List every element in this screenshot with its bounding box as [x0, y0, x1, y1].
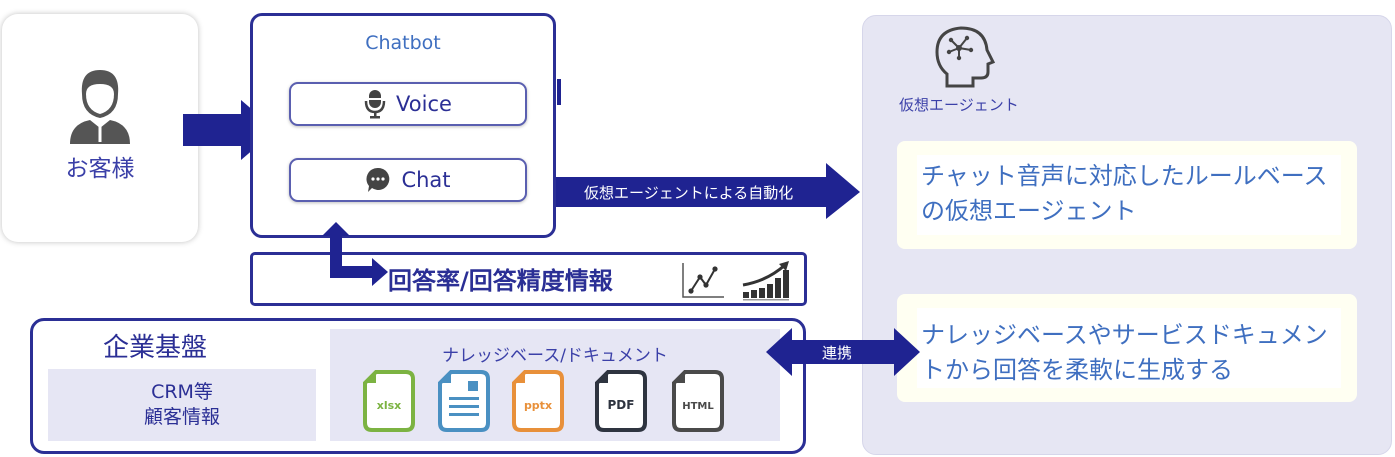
knowledge-base-title: ナレッジベース/ドキュメント: [442, 346, 668, 366]
ai-head-icon: [935, 26, 996, 88]
crm-box: CRM等 顧客情報: [48, 369, 316, 441]
chatbot-box: Chatbot Voice Chat: [250, 13, 556, 238]
automation-arrow-label: 仮想エージェントによる自動化: [584, 184, 794, 202]
voice-label: Voice: [396, 92, 452, 116]
pdf-label: PDF: [608, 398, 635, 412]
pptx-file-icon: pptx: [512, 370, 564, 432]
link-double-arrow: 連携: [766, 324, 920, 380]
xlsx-label: xlsx: [377, 399, 402, 412]
pdf-file-icon: PDF: [595, 370, 647, 432]
agent-card-text: ナレッジベースやサービスドキュメントから回答を柔軟に生成する: [921, 321, 1328, 384]
html-label: HTML: [682, 401, 714, 412]
chat-label: Chat: [401, 168, 451, 192]
agent-card-text: チャット音声に対応したルールベースの仮想エージェント: [921, 162, 1328, 225]
automation-arrow: 仮想エージェントによる自動化: [556, 163, 862, 221]
customer-box: お客様: [2, 14, 198, 242]
microphone-icon: [364, 90, 386, 119]
growth-bar-chart-icon: [742, 261, 789, 301]
agent-card-generative: ナレッジベースやサービスドキュメントから回答を柔軟に生成する: [897, 294, 1357, 402]
user-icon: [70, 70, 130, 144]
enterprise-title: 企業基盤: [103, 333, 208, 363]
chat-bubble-icon: [366, 167, 390, 192]
link-arrow-label: 連携: [822, 344, 853, 362]
chatbot-title: Chatbot: [365, 32, 441, 54]
virtual-agent-panel: 仮想エージェント チャット音声に対応したルールベースの仮想エージェント ナレッジ…: [862, 15, 1392, 455]
document-file-icon: [438, 370, 490, 432]
chat-channel-button[interactable]: Chat: [289, 158, 527, 202]
metrics-box: 回答率/回答精度情報: [250, 252, 807, 306]
agent-card-rule-based: チャット音声に対応したルールベースの仮想エージェント: [897, 141, 1357, 249]
knowledge-base-box: ナレッジベース/ドキュメント xlsx pptx PDF: [330, 329, 780, 441]
customer-label: お客様: [65, 156, 135, 182]
xlsx-file-icon: xlsx: [363, 370, 415, 432]
virtual-agent-label: 仮想エージェント: [899, 96, 1019, 114]
html-file-icon: HTML: [672, 370, 724, 432]
crm-line1: CRM等: [151, 381, 213, 403]
metrics-label: 回答率/回答精度情報: [388, 267, 613, 295]
chatbot-edge-mark: [557, 79, 561, 105]
enterprise-box: 企業基盤 CRM等 顧客情報 ナレッジベース/ドキュメント xlsx pptx: [30, 318, 806, 454]
pptx-label: pptx: [524, 399, 552, 412]
line-chart-icon: [682, 263, 724, 298]
crm-line2: 顧客情報: [143, 406, 220, 428]
voice-channel-button[interactable]: Voice: [289, 82, 527, 126]
feedback-arrow: [322, 222, 388, 286]
